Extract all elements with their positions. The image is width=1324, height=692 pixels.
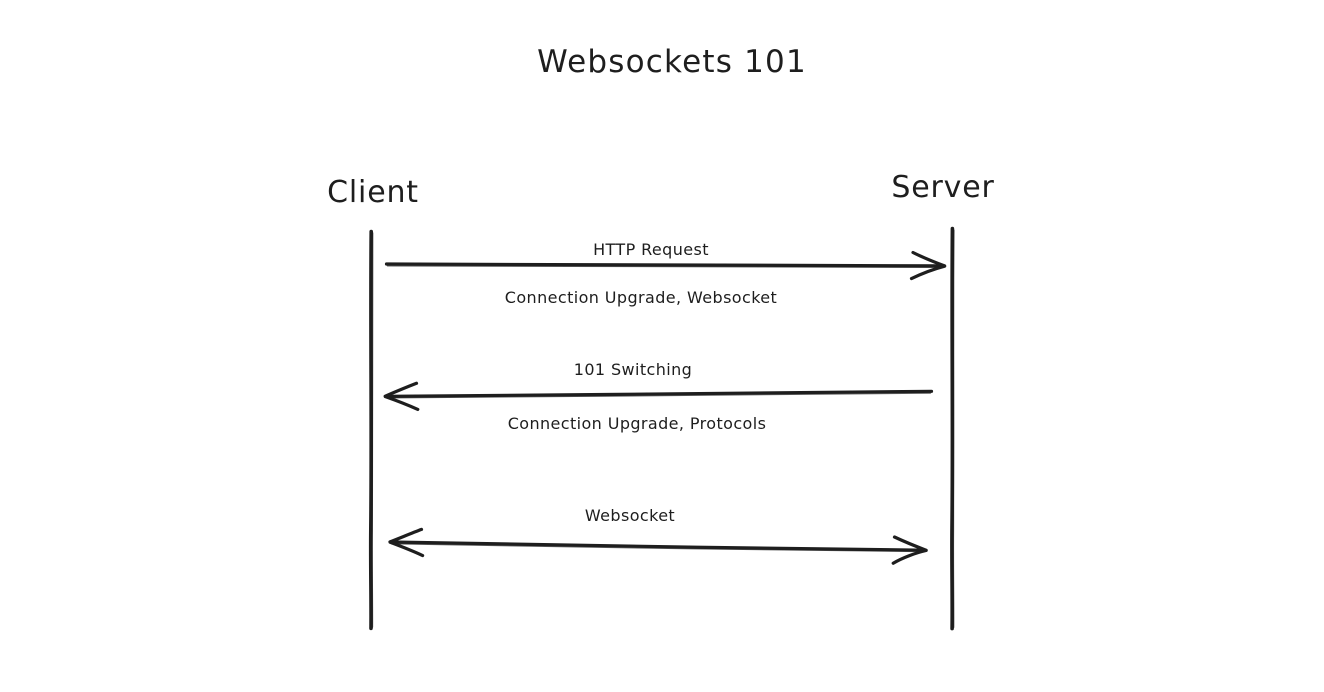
lifeline-client — [368, 229, 374, 631]
lifeline-server — [950, 226, 955, 631]
message-label-websocket: Websocket — [584, 506, 676, 525]
participant-label-server[interactable]: Server — [891, 170, 995, 205]
message-label-101-switching: 101 Switching — [573, 360, 693, 379]
participant-label-client[interactable]: Client — [327, 175, 419, 210]
message-arrow-101-switching — [383, 381, 934, 411]
diagram-title: Websockets 101 — [537, 44, 807, 80]
message-sublabel-http-request: Connection Upgrade, Websocket — [504, 288, 778, 307]
message-arrow-http-request — [384, 250, 947, 281]
message-sublabel-101-switching: Connection Upgrade, Protocols — [507, 414, 767, 433]
message-arrow-websocket — [388, 527, 928, 565]
message-label-http-request: HTTP Request — [593, 240, 709, 259]
